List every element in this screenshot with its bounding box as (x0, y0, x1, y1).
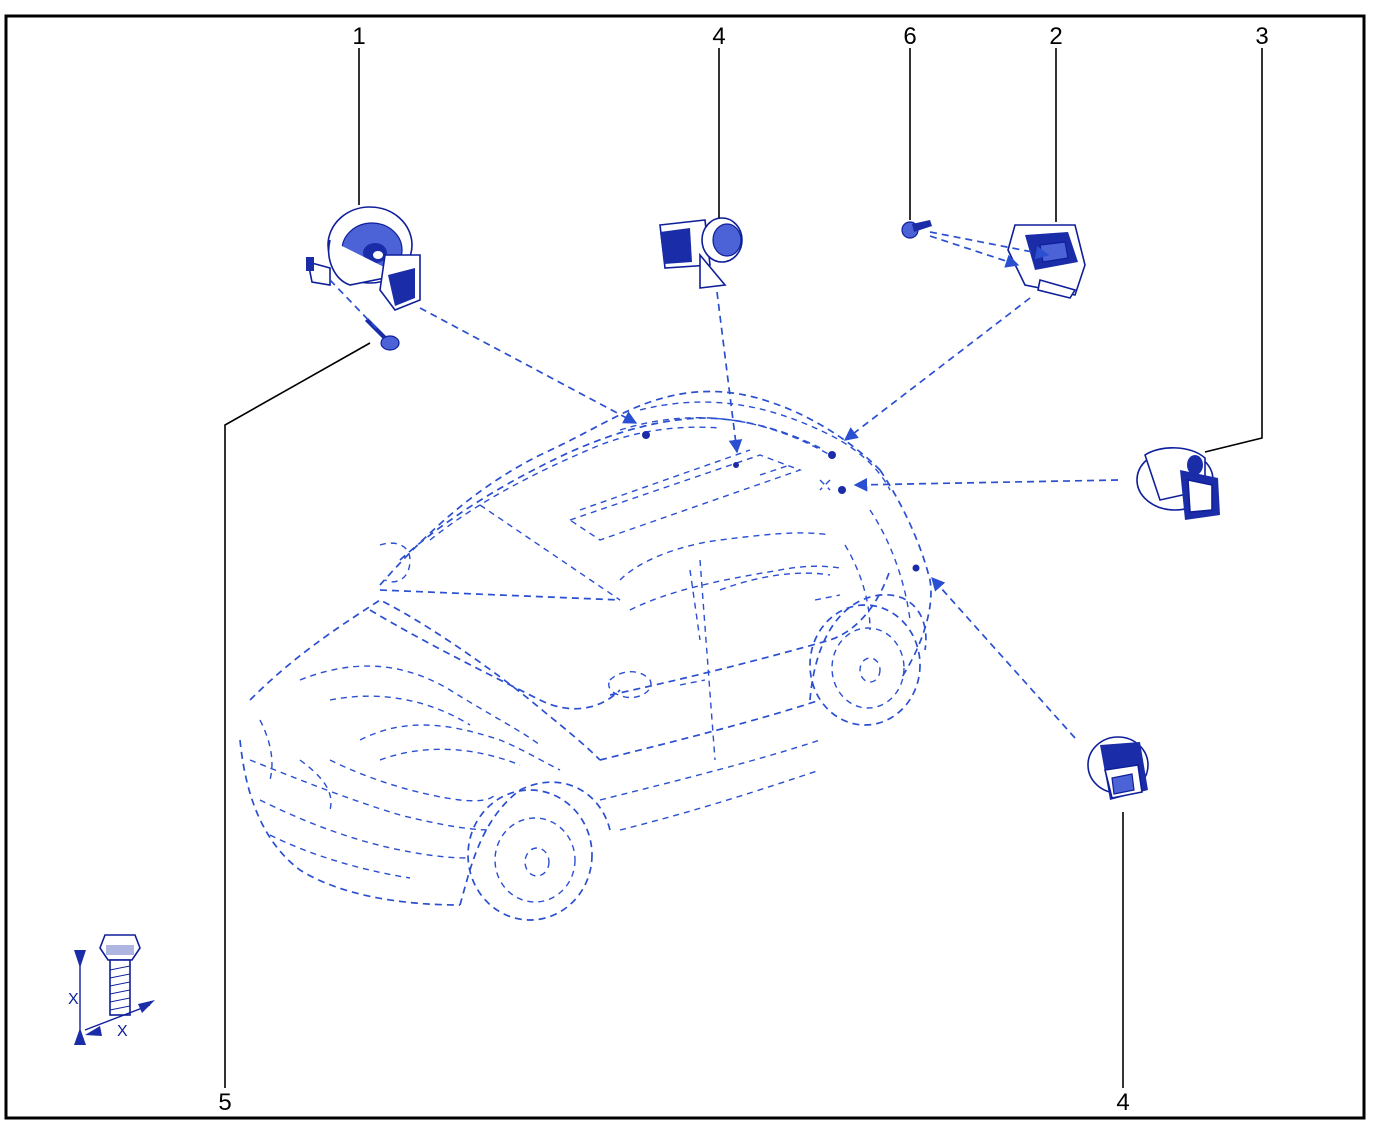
part-4-top-sensor (659, 217, 743, 289)
diagram-frame (4, 14, 1366, 1120)
callout-1: 1 (352, 23, 365, 50)
part-6-screw (901, 220, 932, 239)
callout-leaders (224, 48, 1263, 1088)
torque-axis-vertical: X (68, 991, 79, 1008)
callout-6: 6 (903, 23, 916, 50)
part-1-siren (306, 206, 421, 311)
torque-axis-horizontal: X (117, 1023, 128, 1040)
callout-4-bottom: 4 (1116, 1089, 1129, 1116)
part-5-bolt (365, 318, 400, 351)
part-4-bottom-sensor (1087, 736, 1149, 800)
callout-labels: 1 4 6 2 3 5 4 (218, 23, 1268, 1116)
vehicle-outline (239, 390, 932, 921)
part-3-sensor (1136, 447, 1220, 520)
callout-5: 5 (218, 1089, 231, 1116)
callout-2: 2 (1049, 23, 1062, 50)
callout-4-top: 4 (712, 23, 725, 50)
mounting-points (642, 431, 920, 572)
torque-symbol: X X (68, 934, 155, 1045)
assembly-arrows (329, 231, 1119, 739)
callout-3: 3 (1255, 23, 1268, 50)
part-2-module (1007, 224, 1086, 299)
